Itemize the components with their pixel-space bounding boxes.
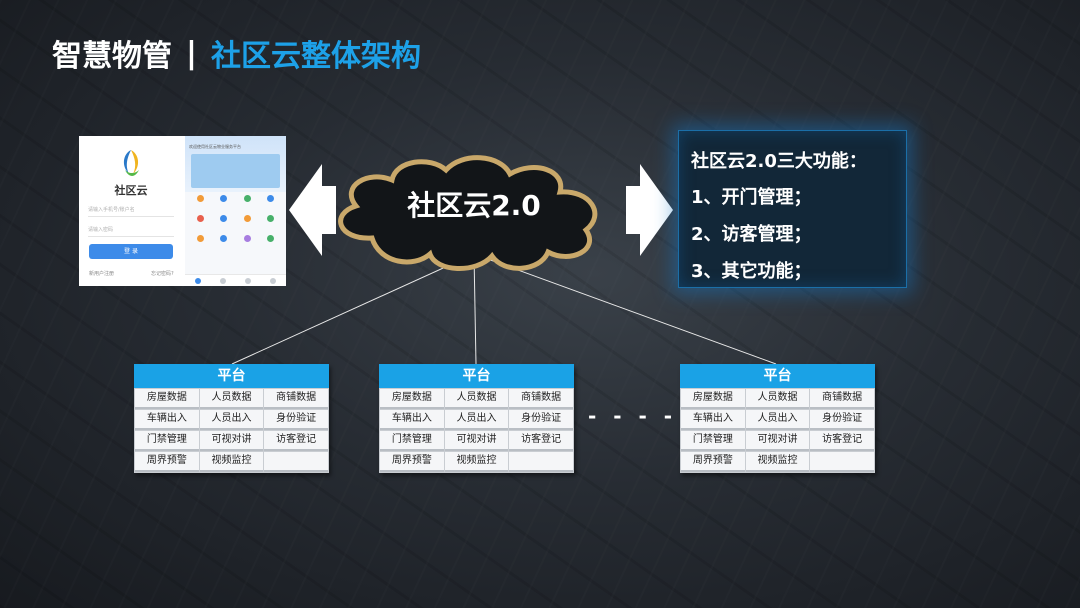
platform-cell: 商铺数据 — [810, 389, 874, 409]
platform-cell: 房屋数据 — [380, 389, 444, 409]
home-tab-bar — [185, 274, 286, 286]
app-preview: 社区云 请输入手机号/账户名 请输入密码 登 录 新用户注册 忘记密码? 欢迎使… — [79, 136, 286, 286]
platform-cell: 人员数据 — [199, 389, 264, 409]
function-item: 3、其它功能； — [691, 261, 812, 282]
platform-cell: 视频监控 — [745, 452, 810, 472]
platform-cell: 周界预警 — [135, 452, 199, 472]
grid-item — [212, 214, 235, 231]
platform-cell-empty — [810, 452, 874, 472]
platform-cell: 门禁管理 — [681, 431, 745, 451]
grid-item — [189, 194, 212, 211]
platform-cell: 周界预警 — [681, 452, 745, 472]
home-function-grid — [189, 194, 282, 251]
cloud-shape — [338, 155, 598, 271]
platform-cell: 人员数据 — [745, 389, 810, 409]
platform-cell: 商铺数据 — [264, 389, 328, 409]
login-screen: 社区云 请输入手机号/账户名 请输入密码 登 录 新用户注册 忘记密码? — [79, 136, 183, 286]
platform-cell: 视频监控 — [199, 452, 264, 472]
message-tab-icon — [245, 277, 252, 284]
platform-grid: 房屋数据 人员数据 商铺数据 车辆出入 人员出入 身份验证 门禁管理 可视对讲 … — [379, 388, 574, 473]
platform-cell: 视频监控 — [444, 452, 509, 472]
platform-cell: 可视对讲 — [444, 431, 509, 451]
page-title: 智慧物管 — [52, 39, 172, 74]
home-tab-icon — [194, 277, 201, 284]
platform-cell: 可视对讲 — [199, 431, 264, 451]
platform-grid: 房屋数据 人员数据 商铺数据 车辆出入 人员出入 身份验证 门禁管理 可视对讲 … — [680, 388, 875, 473]
login-button: 登 录 — [89, 244, 173, 259]
platform-cell: 商铺数据 — [509, 389, 573, 409]
connector-middle — [473, 253, 477, 365]
platform-cell: 人员出入 — [745, 410, 810, 430]
platform-title: 平台 — [134, 364, 329, 388]
page-header: 智慧物管 | 社区云整体架构 — [52, 30, 421, 76]
arrow-left-icon — [289, 164, 336, 256]
platform-cell: 车辆出入 — [135, 410, 199, 430]
home-header-text: 欢迎使用社区云物业服务平台 — [189, 144, 241, 149]
platform-cell: 身份验证 — [509, 410, 573, 430]
password-field: 请输入密码 — [88, 224, 174, 237]
profile-tab-icon — [270, 277, 277, 284]
platform-cell: 周界预警 — [380, 452, 444, 472]
home-header-area: 欢迎使用社区云物业服务平台 — [185, 136, 286, 192]
grid-item — [236, 234, 259, 251]
app-name: 社区云 — [114, 184, 148, 197]
function-box: 社区云2.0三大功能： 1、开门管理； 2、访客管理； 3、其它功能； — [678, 130, 907, 288]
platform-cell: 访客登记 — [509, 431, 573, 451]
platform-grid: 房屋数据 人员数据 商铺数据 车辆出入 人员出入 身份验证 门禁管理 可视对讲 … — [134, 388, 329, 473]
platform-cell: 身份验证 — [264, 410, 328, 430]
home-banner — [191, 154, 280, 188]
platform-box-1: 平台 房屋数据 人员数据 商铺数据 车辆出入 人员出入 身份验证 门禁管理 可视… — [134, 364, 329, 473]
more-platforms-ellipsis: - - - - — [588, 404, 678, 428]
account-field: 请输入手机号/账户名 — [88, 204, 174, 217]
platform-title: 平台 — [680, 364, 875, 388]
platform-cell: 人员出入 — [444, 410, 509, 430]
grid-item — [236, 214, 259, 231]
app-logo-icon — [123, 150, 139, 176]
connector-left — [231, 253, 475, 365]
arrow-right-icon — [626, 164, 673, 256]
platform-cell-empty — [509, 452, 573, 472]
home-screen: 欢迎使用社区云物业服务平台 — [185, 136, 286, 286]
platform-cell: 车辆出入 — [380, 410, 444, 430]
register-link: 新用户注册 — [89, 271, 115, 277]
platform-box-3: 平台 房屋数据 人员数据 商铺数据 车辆出入 人员出入 身份验证 门禁管理 可视… — [680, 364, 875, 473]
grid-item — [189, 214, 212, 231]
grid-item — [189, 234, 212, 251]
platform-cell: 身份验证 — [810, 410, 874, 430]
grid-item — [236, 194, 259, 211]
platform-cell: 车辆出入 — [681, 410, 745, 430]
platform-cell: 人员数据 — [444, 389, 509, 409]
function-item: 2、访客管理； — [691, 224, 812, 245]
platform-cell: 房屋数据 — [135, 389, 199, 409]
platform-cell: 可视对讲 — [745, 431, 810, 451]
grid-item — [212, 234, 235, 251]
title-separator: | — [186, 35, 197, 71]
grid-item — [259, 194, 282, 211]
platform-cell: 门禁管理 — [380, 431, 444, 451]
platform-cell: 门禁管理 — [135, 431, 199, 451]
grid-item — [259, 234, 282, 251]
function-item: 1、开门管理； — [691, 187, 812, 208]
platform-box-2: 平台 房屋数据 人员数据 商铺数据 车辆出入 人员出入 身份验证 门禁管理 可视… — [379, 364, 574, 473]
forgot-password-link: 忘记密码? — [151, 271, 174, 277]
platform-cell-empty — [264, 452, 328, 472]
platform-cell: 访客登记 — [810, 431, 874, 451]
platform-cell: 人员出入 — [199, 410, 264, 430]
platform-cell: 访客登记 — [264, 431, 328, 451]
cloud-label: 社区云2.0 — [407, 189, 541, 222]
function-title: 社区云2.0三大功能： — [691, 151, 867, 172]
grid-item — [212, 194, 235, 211]
grid-item — [259, 214, 282, 231]
page-subtitle: 社区云整体架构 — [210, 39, 421, 74]
platform-title: 平台 — [379, 364, 574, 388]
platform-cell: 房屋数据 — [681, 389, 745, 409]
connector-right — [473, 253, 777, 365]
service-tab-icon — [219, 277, 226, 284]
